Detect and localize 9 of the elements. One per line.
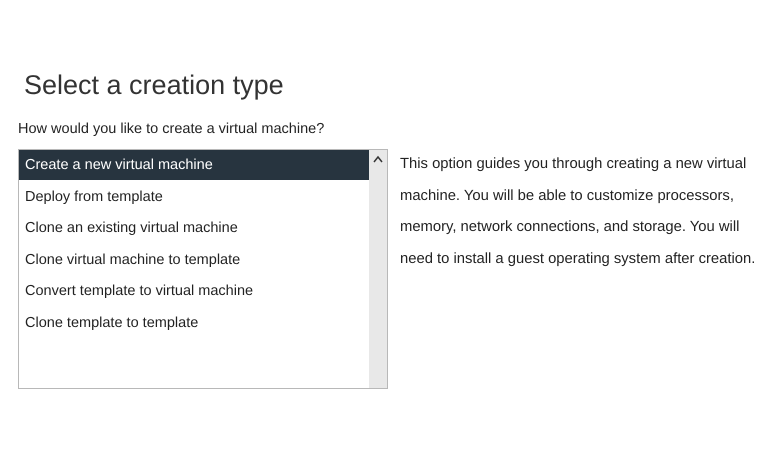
question-text: How would you like to create a virtual machine?	[18, 121, 324, 137]
selected-list-item: Create a new virtual machine	[19, 150, 370, 180]
list-item: Clone template to template	[24, 314, 200, 332]
list-item: Clone an existing virtual machine	[24, 219, 239, 238]
list-item: Convert template to virtual machine	[24, 282, 254, 301]
page-heading: Select a creation type	[24, 70, 284, 101]
description-text: This option guides you through creating a new virtual machine. You will be able to customize processors, memory, network connections, and storage. You will need to install a guest operating system after creation.	[400, 155, 756, 268]
list-item: Deploy from template	[24, 188, 164, 206]
list-item: Clone virtual machine to template	[24, 250, 242, 270]
